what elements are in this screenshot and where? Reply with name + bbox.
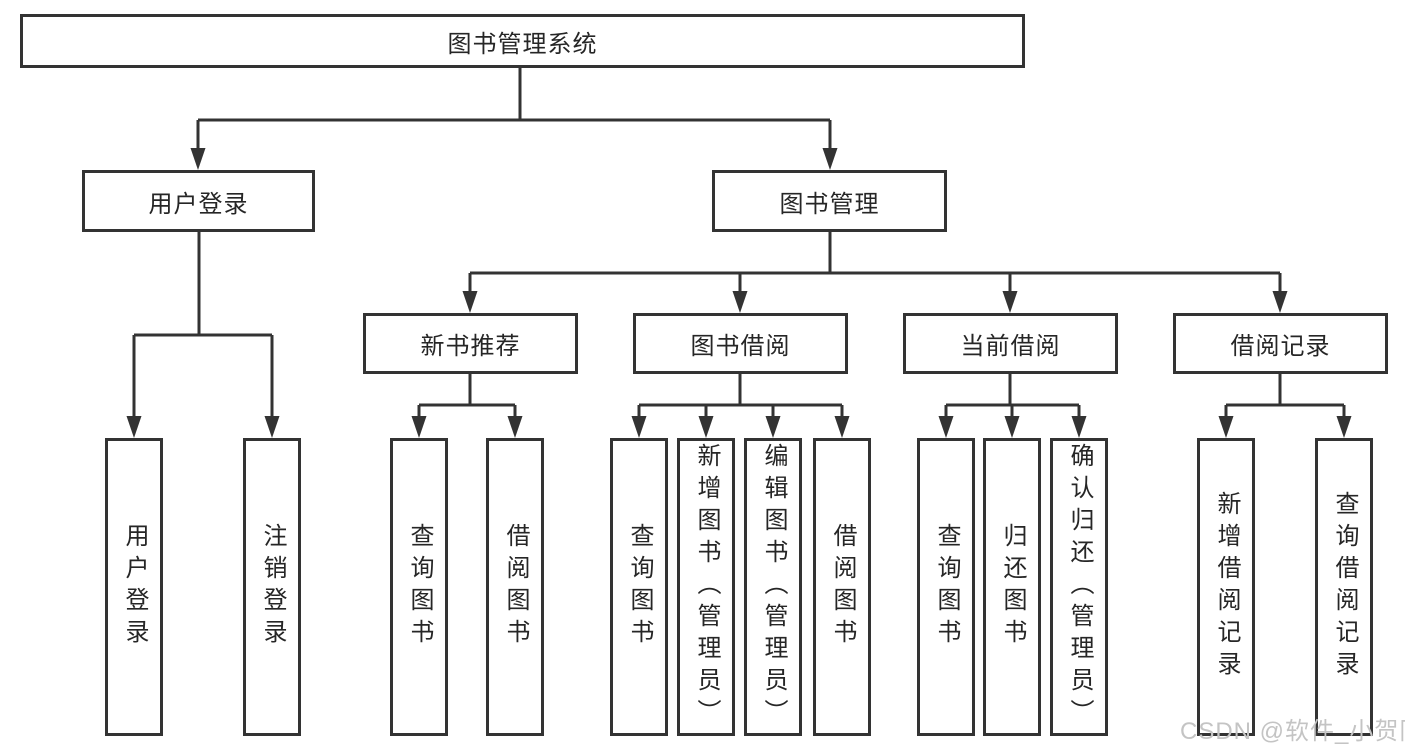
leaf-return-books: 归还图书 <box>983 438 1041 736</box>
connector-user-login-children <box>132 232 274 418</box>
arrow-down-icon <box>190 148 206 170</box>
arrow-down-icon <box>462 291 478 313</box>
arrow-down-icon <box>1272 291 1288 313</box>
leaf-user-login: 用户登录 <box>105 438 163 736</box>
leaf-add-borrow-record: 新增借阅记录 <box>1197 438 1255 736</box>
leaf-query-books-recommend: 查询图书 <box>390 438 448 736</box>
node-current-borrowing: 当前借阅 <box>903 313 1118 374</box>
connector-book-borrow-children <box>637 374 844 418</box>
arrow-down-icon <box>1071 416 1087 438</box>
arrow-down-icon <box>765 416 781 438</box>
node-new-book-recommendation: 新书推荐 <box>363 313 578 374</box>
leaf-logout: 注销登录 <box>243 438 301 736</box>
arrow-down-icon <box>698 416 714 438</box>
node-borrowing-records: 借阅记录 <box>1173 313 1388 374</box>
leaf-query-borrow-record: 查询借阅记录 <box>1315 438 1373 736</box>
arrow-down-icon <box>1218 416 1234 438</box>
node-book-management: 图书管理 <box>712 170 947 232</box>
arrow-down-icon <box>1336 416 1352 438</box>
arrow-down-icon <box>834 416 850 438</box>
arrow-down-icon <box>1004 416 1020 438</box>
node-user-login: 用户登录 <box>82 170 315 232</box>
connector-current-borrow-children <box>944 374 1081 418</box>
connector-borrow-records-children <box>1224 374 1346 418</box>
connector-new-book-children <box>417 374 517 418</box>
arrow-down-icon <box>126 416 142 438</box>
leaf-query-books-borrowing: 查询图书 <box>610 438 668 736</box>
node-library-management-system: 图书管理系统 <box>20 14 1025 68</box>
arrow-down-icon <box>822 148 838 170</box>
arrowheads <box>126 148 1352 438</box>
arrow-down-icon <box>732 291 748 313</box>
leaf-query-books-current: 查询图书 <box>917 438 975 736</box>
leaf-edit-books-admin: 编辑图书（管理员） <box>744 438 802 736</box>
leaf-confirm-return-admin: 确认归还（管理员） <box>1050 438 1108 736</box>
leaf-borrow-books-recommend: 借阅图书 <box>486 438 544 736</box>
connector-root-to-level2 <box>196 68 832 152</box>
leaf-borrow-books-borrowing: 借阅图书 <box>813 438 871 736</box>
arrow-down-icon <box>1002 291 1018 313</box>
node-book-borrowing: 图书借阅 <box>633 313 848 374</box>
leaf-add-books-admin: 新增图书（管理员） <box>677 438 735 736</box>
arrow-down-icon <box>507 416 523 438</box>
csdn-watermark: CSDN @软件_小贺同学 <box>1180 718 1405 745</box>
arrow-down-icon <box>631 416 647 438</box>
connector-book-management-children <box>468 232 1282 293</box>
arrow-down-icon <box>411 416 427 438</box>
arrow-down-icon <box>264 416 280 438</box>
arrow-down-icon <box>938 416 954 438</box>
